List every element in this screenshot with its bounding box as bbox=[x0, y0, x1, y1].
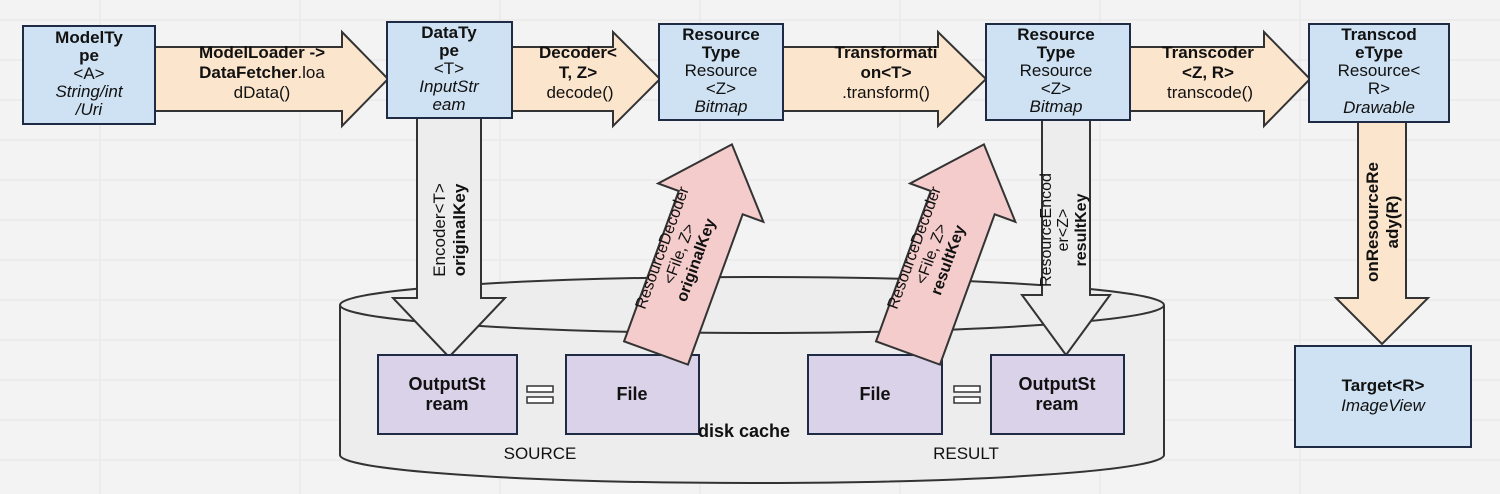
result-output-stream-label-2: ream bbox=[1035, 394, 1078, 414]
resource-type-2-title-1: Resource bbox=[1017, 25, 1094, 44]
source-output-stream-label-2: ream bbox=[425, 394, 468, 414]
decoder-arrow: Decoder< T, Z> decode() bbox=[511, 29, 662, 129]
disk-cache-label: disk cache bbox=[698, 421, 790, 441]
model-type-title-1: ModelTy bbox=[55, 28, 123, 47]
model-loader-label: ModelLoader -> bbox=[199, 43, 325, 62]
resource-encoder-key-label: resultKey bbox=[1073, 193, 1090, 266]
data-type-title-2: pe bbox=[439, 41, 459, 60]
resource-type-2-class: Resource bbox=[1020, 61, 1093, 80]
source-output-stream-box: OutputSt ream bbox=[377, 354, 518, 435]
result-output-stream-box: OutputSt ream bbox=[990, 354, 1125, 435]
result-label: RESULT bbox=[933, 444, 999, 463]
result-file-label: File bbox=[859, 384, 890, 404]
result-file-box: File bbox=[807, 354, 943, 435]
on-resource-ready-arrow: onResourceRe ady(R) bbox=[1333, 121, 1431, 346]
transcoder-label: Transcoder bbox=[1162, 43, 1254, 62]
resource-type-box-2: Resource Type Resource <Z> Bitmap bbox=[985, 23, 1131, 121]
resource-type-2-title-2: Type bbox=[1037, 43, 1075, 62]
data-type-example-2: eam bbox=[432, 95, 465, 114]
transcode-method-label: transcode() bbox=[1167, 83, 1253, 102]
transcode-type-example: Drawable bbox=[1343, 98, 1415, 117]
on-resource-ready-label: onResourceRe bbox=[1363, 162, 1382, 282]
target-box: Target<R> ImageView bbox=[1294, 345, 1472, 448]
model-loader-arrow: ModelLoader -> DataFetcher.loa dData() bbox=[154, 29, 390, 129]
data-type-generic: <T> bbox=[434, 59, 464, 78]
model-type-example-2: /Uri bbox=[75, 100, 104, 119]
disk-cache-cylinder bbox=[339, 276, 1165, 484]
encoder-label: Encoder<T> bbox=[430, 183, 449, 277]
model-type-generic: <A> bbox=[73, 64, 104, 83]
data-type-box: DataTy pe <T> InputStr eam bbox=[386, 21, 513, 119]
model-type-title-2: pe bbox=[79, 46, 99, 65]
model-type-example-1: String/int bbox=[55, 82, 123, 101]
transform-method-label: .transform() bbox=[842, 83, 930, 102]
transcoder-arrow: Transcoder <Z, R> transcode() bbox=[1129, 29, 1312, 129]
encoder-arrow: Encoder<T> originalKey bbox=[390, 117, 508, 359]
transformation-arrow: Transformati on<T> .transform() bbox=[782, 29, 988, 129]
source-output-stream-label-1: OutputSt bbox=[409, 374, 486, 394]
data-fetcher-label: DataFetcher.loa bbox=[199, 63, 325, 82]
resource-type-2-generic: <Z> bbox=[1041, 79, 1071, 98]
on-resource-ready-param-label: ady(R) bbox=[1383, 196, 1402, 249]
data-type-title-1: DataTy bbox=[421, 23, 477, 42]
resource-type-1-title-1: Resource bbox=[682, 25, 759, 44]
decoder-type-label: T, Z> bbox=[559, 63, 597, 82]
resource-type-1-title-2: Type bbox=[702, 43, 740, 62]
transcode-type-title-2: eType bbox=[1355, 43, 1403, 62]
resource-type-1-example: Bitmap bbox=[695, 97, 748, 116]
resource-encoder-arrow: ResourceEncod er<Z> resultKey bbox=[1020, 117, 1112, 357]
transcoder-type-label: <Z, R> bbox=[1182, 63, 1234, 82]
load-data-label: dData() bbox=[234, 83, 291, 102]
target-title: Target<R> bbox=[1342, 376, 1425, 395]
data-type-example-1: InputStr bbox=[419, 77, 480, 96]
result-equals-sign bbox=[953, 385, 981, 404]
source-file-box: File bbox=[565, 354, 700, 435]
resource-type-1-class: Resource bbox=[685, 61, 758, 80]
resource-encoder-label: ResourceEncod bbox=[1038, 173, 1055, 287]
resource-type-box-1: Resource Type Resource <Z> Bitmap bbox=[658, 23, 784, 121]
source-label: SOURCE bbox=[504, 444, 577, 463]
transcode-type-generic: R> bbox=[1368, 79, 1390, 98]
encoder-key-label: originalKey bbox=[450, 183, 469, 276]
target-example: ImageView bbox=[1341, 396, 1427, 415]
transcode-type-box: Transcod eType Resource< R> Drawable bbox=[1308, 23, 1450, 123]
model-type-box: ModelTy pe <A> String/int /Uri bbox=[22, 25, 156, 125]
transformation-type-label: on<T> bbox=[860, 63, 911, 82]
resource-encoder-type-label: er<Z> bbox=[1055, 209, 1072, 252]
source-equals-sign bbox=[526, 385, 554, 404]
transcode-type-title-1: Transcod bbox=[1341, 25, 1417, 44]
resource-type-1-generic: <Z> bbox=[706, 79, 736, 98]
source-file-label: File bbox=[616, 384, 647, 404]
resource-type-2-example: Bitmap bbox=[1030, 97, 1083, 116]
transcode-type-class: Resource< bbox=[1338, 61, 1421, 80]
decoder-label: Decoder< bbox=[539, 43, 617, 62]
result-output-stream-label-1: OutputSt bbox=[1019, 374, 1096, 394]
transformation-label: Transformati bbox=[835, 43, 938, 62]
resource-decoder-source-arrow: ResourceDecoder <File, Z> originalKey bbox=[622, 142, 766, 366]
decode-method-label: decode() bbox=[546, 83, 613, 102]
